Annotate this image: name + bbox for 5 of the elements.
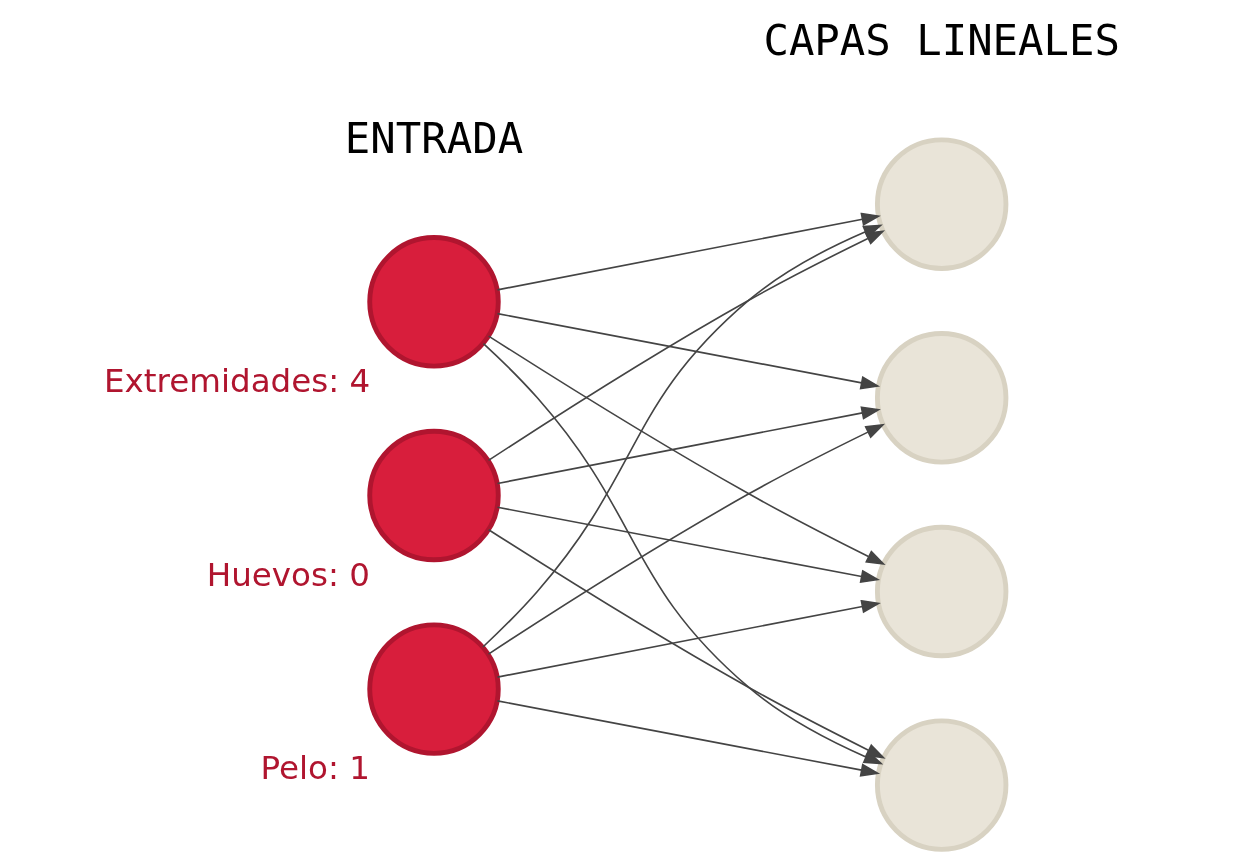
node-label: Pelo: 1	[260, 749, 370, 788]
node-label: Huevos: 0	[206, 555, 370, 594]
label: CAPAS LINEALES	[763, 15, 1120, 65]
label: ENTRADA	[344, 113, 524, 163]
node-label: Extremidades: 4	[104, 362, 371, 401]
